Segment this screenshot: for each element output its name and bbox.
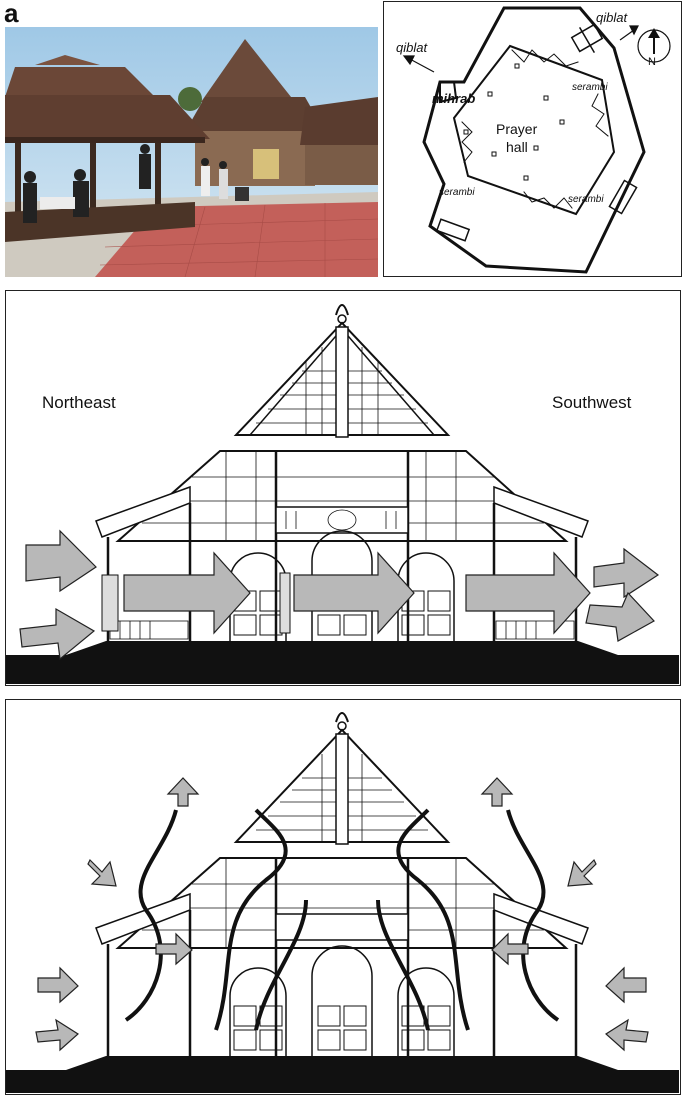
serambi-label-right: serambi xyxy=(568,194,604,205)
mosque-photo xyxy=(5,27,378,277)
compass-north-label: N xyxy=(648,56,656,68)
airflow-arrows xyxy=(19,529,660,661)
qiblat-label-right: qiblat xyxy=(596,10,628,25)
prayer-hall-label-line2: hall xyxy=(506,139,528,155)
panel-label-a: a xyxy=(4,0,19,28)
floor-plan-diagram: qiblat qiblat mihrab Prayer hall serambi… xyxy=(383,1,682,277)
northeast-label: Northeast xyxy=(42,393,116,412)
mihrab-label: mihrab xyxy=(432,91,476,106)
qiblat-label-left: qiblat xyxy=(396,40,428,55)
southwest-label: Southwest xyxy=(552,393,632,412)
mosque-section-drawing-b xyxy=(6,304,679,684)
serambi-label-top: serambi xyxy=(572,82,608,93)
serambi-label-left: serambi xyxy=(439,187,475,198)
floor-plan-drawing xyxy=(402,6,671,274)
section-cross-ventilation: Northeast Southwest xyxy=(5,290,681,686)
prayer-hall-label-line1: Prayer xyxy=(496,121,538,137)
mosque-section-drawing-c xyxy=(6,712,679,1093)
section-stack-ventilation xyxy=(5,699,681,1095)
airflow-arrows-stack xyxy=(35,777,649,1052)
